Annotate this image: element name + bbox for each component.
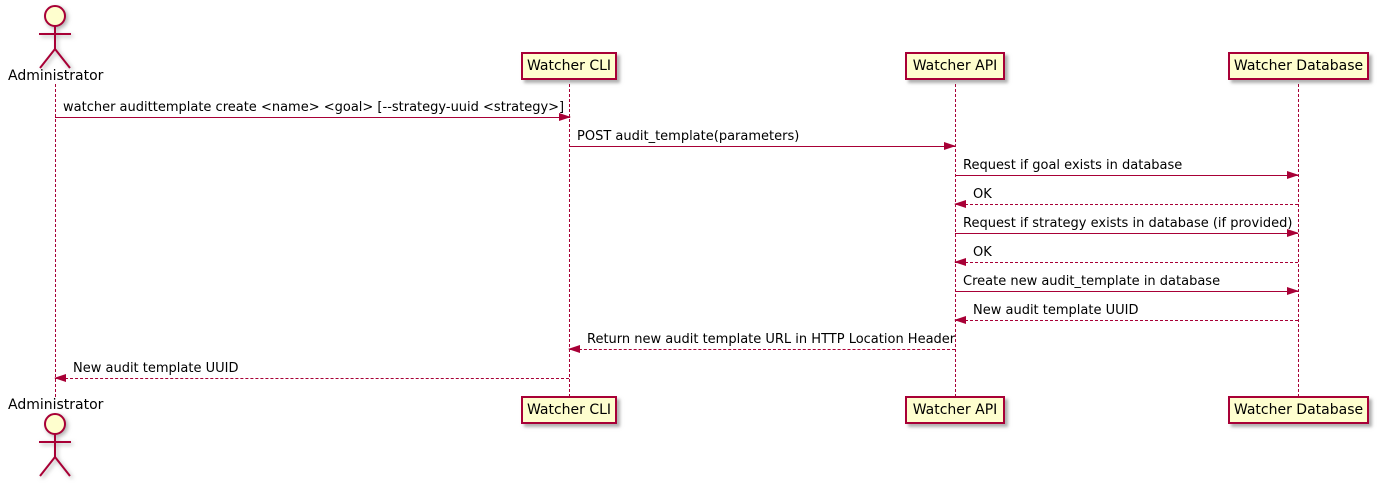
message-5: Request if strategy exists in database (… — [955, 215, 1299, 237]
actor-label-administrator-top: Administrator — [8, 68, 104, 84]
lifeline-watcher-database — [1298, 84, 1299, 397]
administrator-actor-icon-bottom — [39, 413, 71, 477]
participant-watcher-api-top: Watcher API — [905, 52, 1005, 80]
lifeline-watcher-cli — [569, 84, 570, 397]
message-1: watcher audittemplate create <name> <goa… — [55, 99, 571, 121]
message-10: New audit template UUID — [54, 360, 569, 382]
message-2-line — [569, 146, 955, 147]
message-8: New audit template UUID — [954, 302, 1298, 324]
actor-label-administrator-bottom: Administrator — [8, 397, 104, 413]
arrowhead-right-icon — [1287, 287, 1299, 295]
message-8-label: New audit template UUID — [973, 303, 1139, 318]
message-9: Return new audit template URL in HTTP Lo… — [568, 331, 956, 353]
participant-watcher-cli-top: Watcher CLI — [521, 52, 617, 80]
message-9-line — [569, 349, 955, 350]
message-2-label: POST audit_template(parameters) — [577, 129, 800, 144]
message-1-line — [55, 117, 570, 118]
lifeline-administrator — [55, 84, 56, 397]
arrowhead-left-icon — [954, 200, 966, 208]
message-1-label: watcher audittemplate create <name> <goa… — [63, 100, 565, 115]
arrowhead-left-icon — [54, 374, 66, 382]
arrowhead-right-icon — [944, 142, 956, 150]
message-3-label: Request if goal exists in database — [963, 158, 1183, 173]
message-7-label: Create new audit_template in database — [963, 274, 1221, 289]
participant-watcher-cli-bottom: Watcher CLI — [521, 396, 617, 424]
message-5-label: Request if strategy exists in database (… — [963, 216, 1293, 231]
arrowhead-left-icon — [954, 316, 966, 324]
arrowhead-left-icon — [568, 345, 580, 353]
message-4-label: OK — [973, 187, 992, 202]
participant-watcher-api-bottom: Watcher API — [905, 396, 1005, 424]
message-6-label: OK — [973, 245, 992, 260]
message-2: POST audit_template(parameters) — [569, 128, 956, 150]
message-3-line — [955, 175, 1298, 176]
lifeline-watcher-api — [955, 84, 956, 397]
message-7: Create new audit_template in database — [955, 273, 1299, 295]
arrowhead-right-icon — [1287, 229, 1299, 237]
message-6-line — [955, 262, 1298, 263]
arrowhead-right-icon — [559, 113, 571, 121]
arrowhead-right-icon — [1287, 171, 1299, 179]
message-9-label: Return new audit template URL in HTTP Lo… — [587, 332, 956, 347]
message-4-line — [955, 204, 1298, 205]
message-7-line — [955, 291, 1298, 292]
message-8-line — [955, 320, 1298, 321]
message-6: OK — [954, 244, 1298, 266]
arrowhead-left-icon — [954, 258, 966, 266]
message-10-line — [55, 378, 569, 379]
participant-watcher-database-bottom: Watcher Database — [1228, 396, 1369, 424]
message-5-line — [955, 233, 1298, 234]
message-10-label: New audit template UUID — [73, 361, 239, 376]
participant-watcher-database-top: Watcher Database — [1228, 52, 1369, 80]
message-3: Request if goal exists in database — [955, 157, 1299, 179]
administrator-actor-icon-top — [39, 5, 71, 69]
message-4: OK — [954, 186, 1298, 208]
